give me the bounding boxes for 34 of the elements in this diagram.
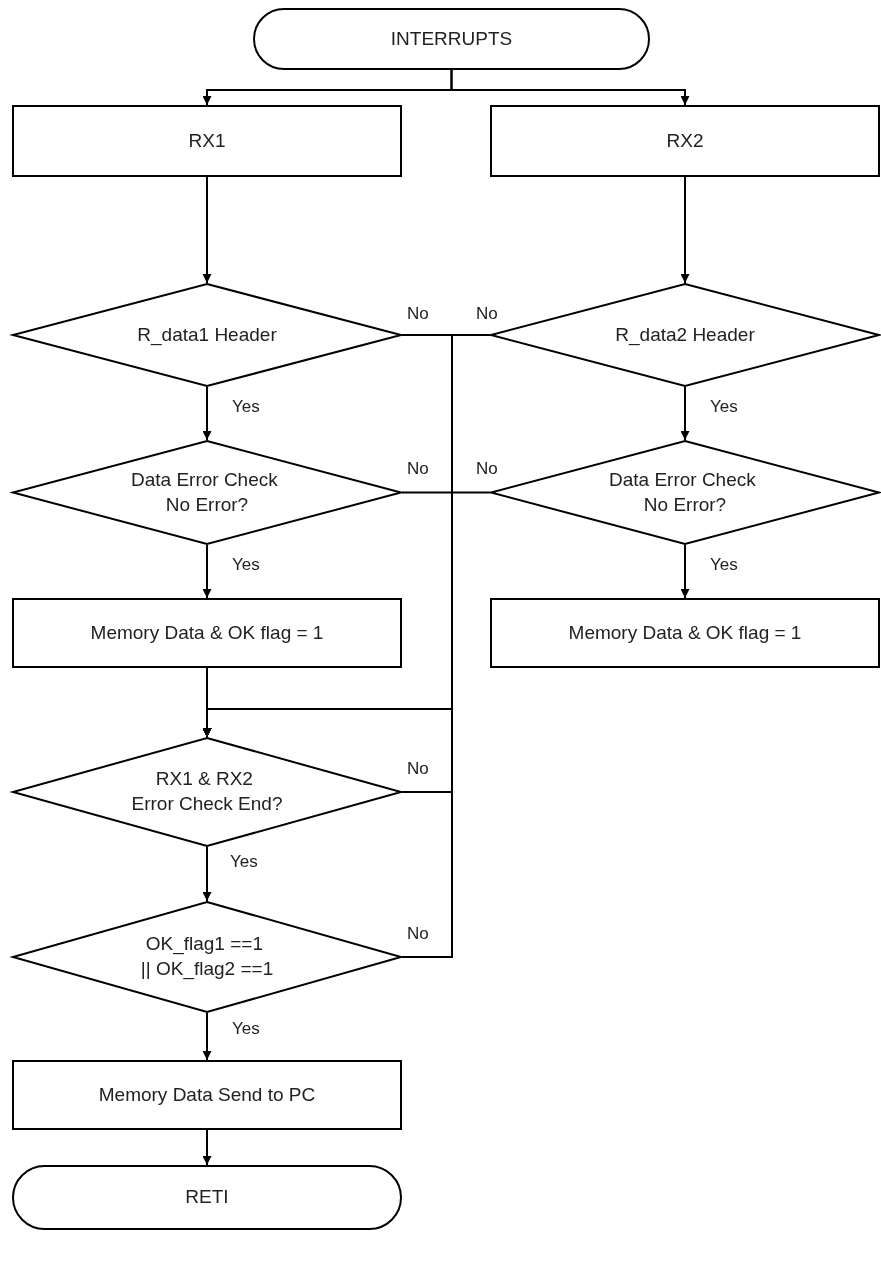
arrow (680, 176, 690, 284)
node-label: R_data1 Header (137, 322, 277, 348)
node-label: OK_flag1 ==1 || OK_flag2 ==1 (140, 932, 274, 982)
arrow (202, 1129, 212, 1166)
process-box (12, 598, 402, 668)
arrow (680, 544, 690, 599)
terminal-shape (253, 8, 650, 70)
node-label: RX1 & RX2 Error Check End? (131, 767, 283, 816)
arrow (202, 544, 212, 599)
arrow (450, 69, 690, 106)
node-label: RX2 (666, 128, 704, 153)
node-label: Memory Data Send to PC (98, 1082, 316, 1107)
arrow (202, 386, 212, 441)
arrow (202, 846, 212, 902)
process-box (12, 1060, 402, 1130)
arrow (680, 386, 690, 441)
node-label: INTERRUPTS (390, 26, 513, 51)
node-label: Memory Data & OK flag = 1 (90, 620, 324, 645)
process-box (490, 598, 880, 668)
node-label: Data Error Check No Error? (130, 467, 279, 517)
process-box (490, 105, 880, 177)
node-label: Data Error Check No Error? (608, 467, 757, 517)
decision-diamond (12, 283, 402, 387)
decision-diamond (12, 737, 402, 847)
decision-diamond (12, 901, 402, 1013)
decision-diamond (12, 440, 402, 545)
node-label: RETI (185, 1185, 229, 1210)
node-label: RX1 (188, 128, 226, 153)
arrow (202, 176, 212, 284)
arrow (202, 708, 453, 958)
node-label: R_data2 Header (615, 322, 755, 348)
node-label: Memory Data & OK flag = 1 (568, 620, 802, 645)
process-box (12, 105, 402, 177)
arrow (202, 1012, 212, 1061)
